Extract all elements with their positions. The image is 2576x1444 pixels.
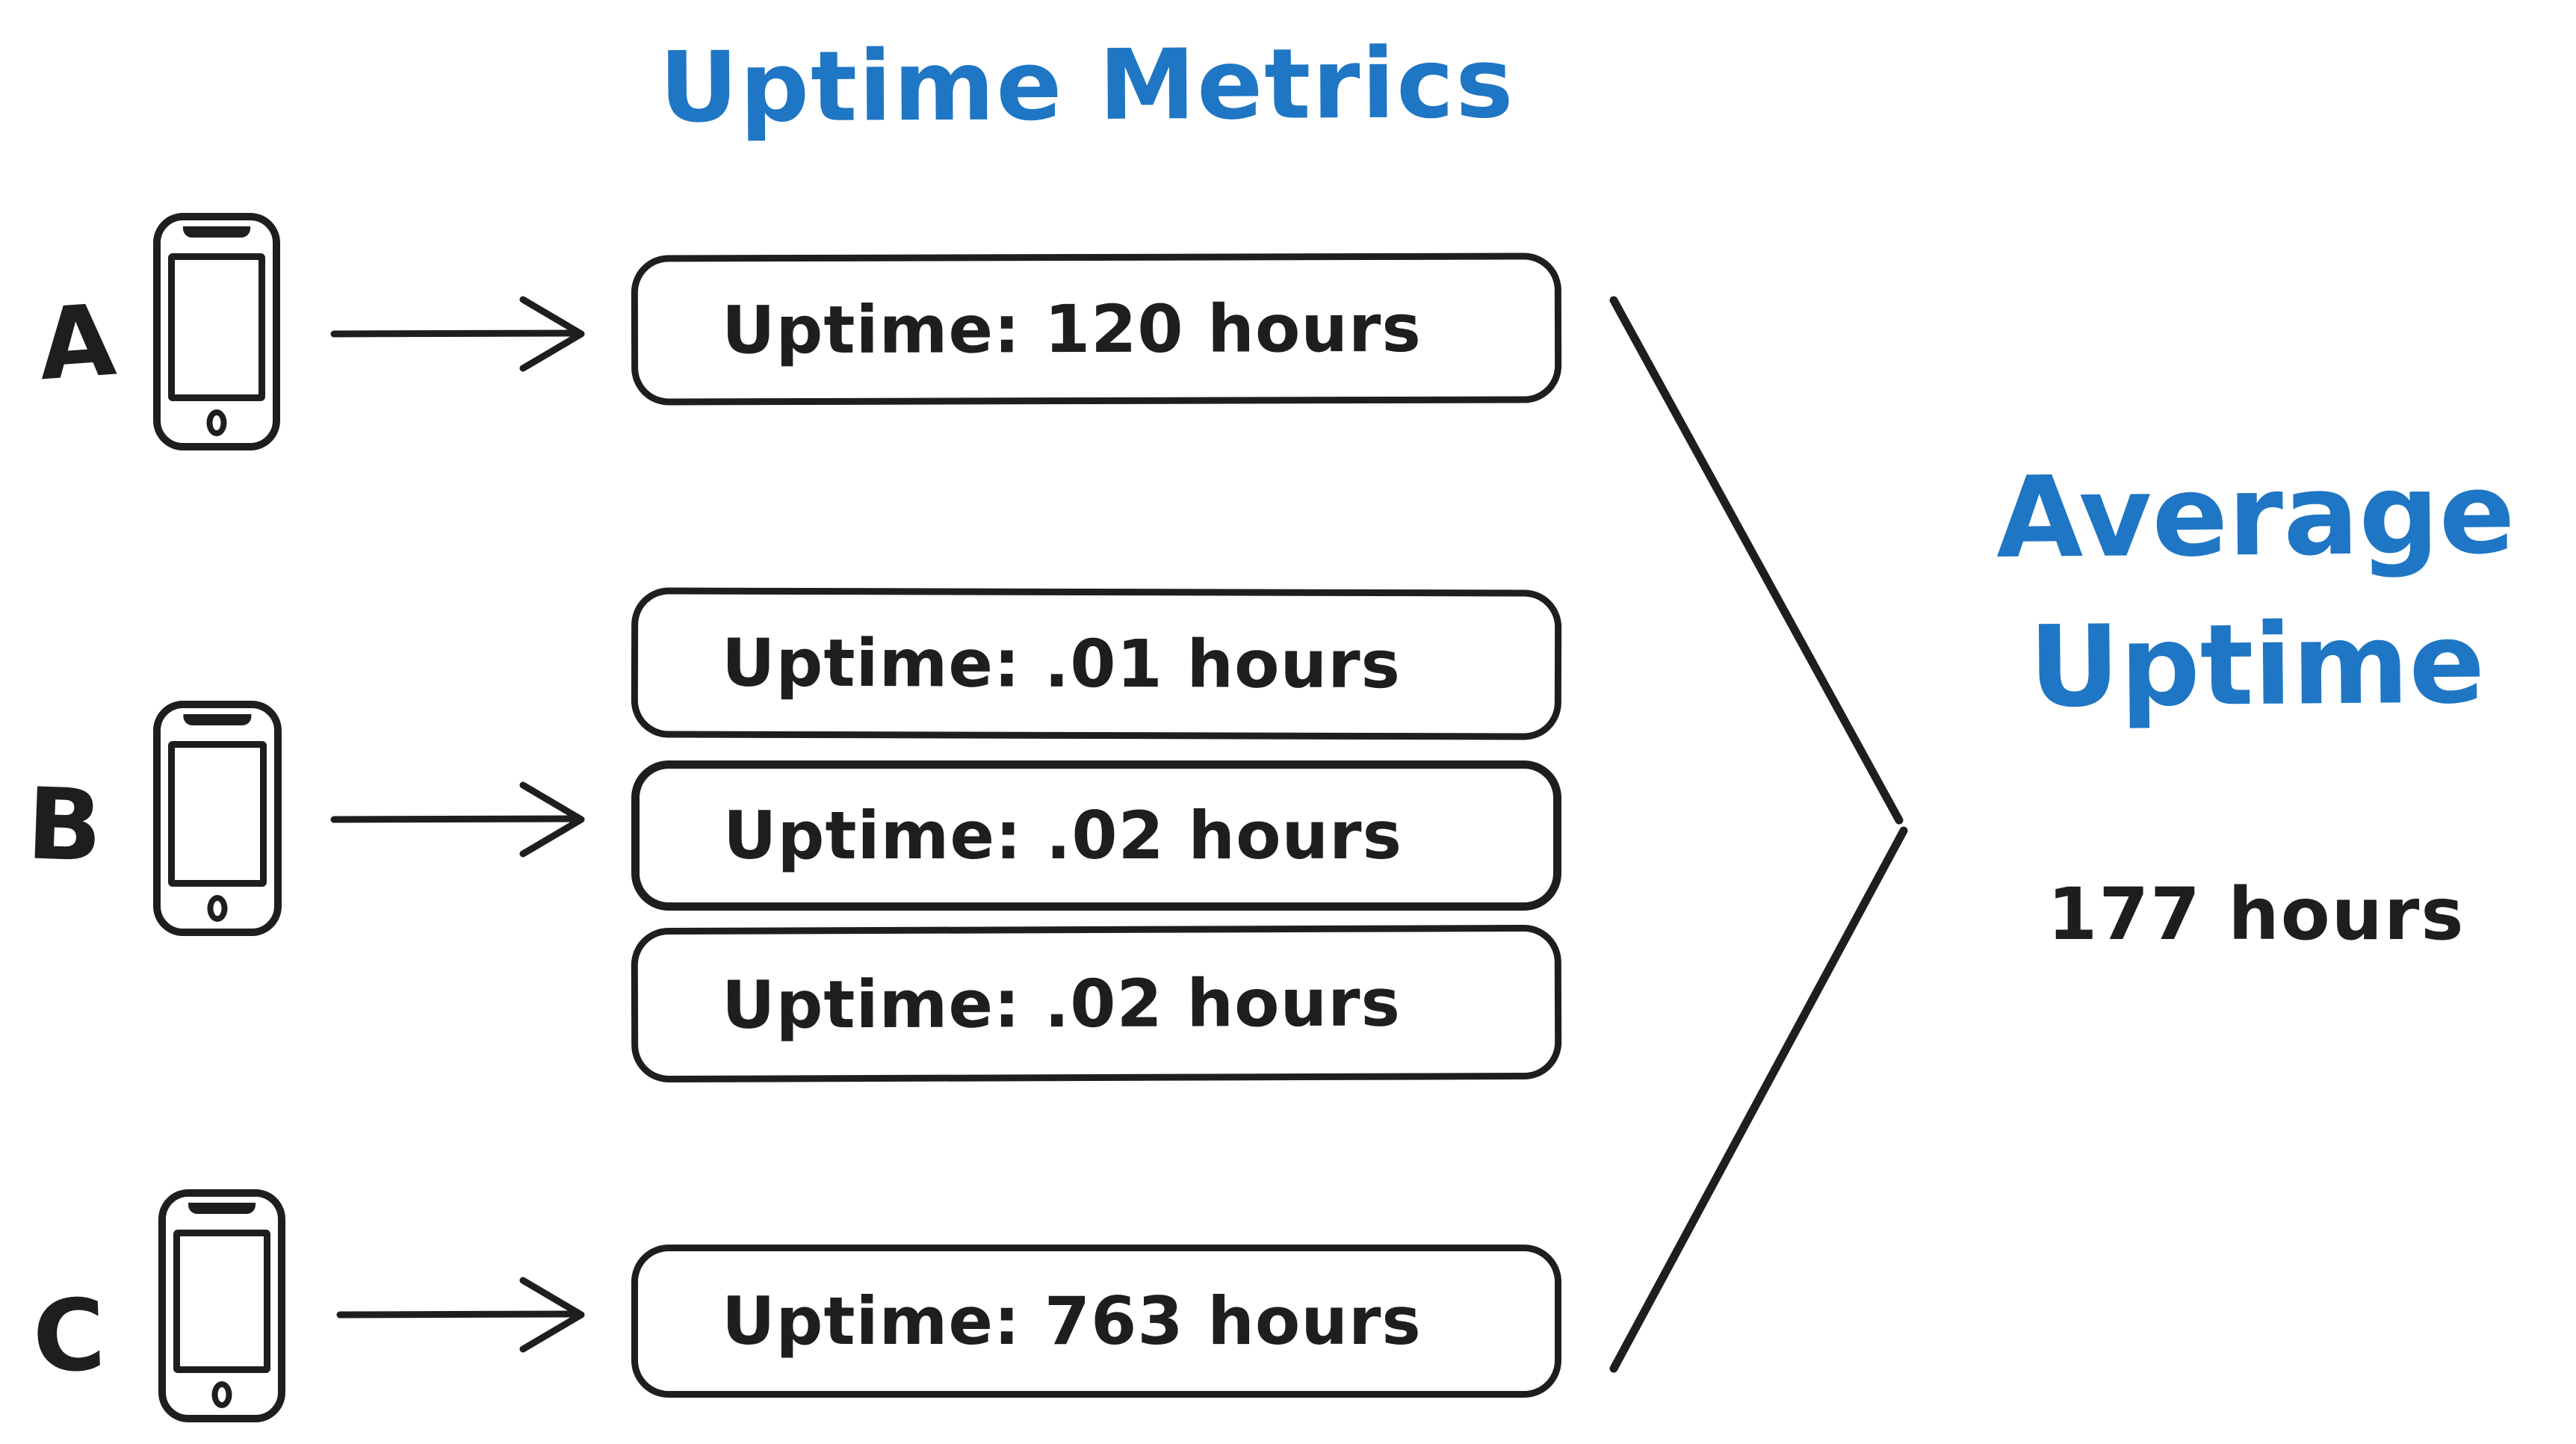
page-title: Uptime Metrics: [659, 26, 1515, 144]
phone-home-button: [206, 409, 227, 436]
phone-icon-b: [153, 701, 282, 936]
uptime-box-b2: Uptime: .02 hours: [631, 760, 1561, 911]
phone-home-button: [207, 895, 228, 922]
average-uptime-heading-line1: Average: [1996, 448, 2516, 584]
phone-home-button: [211, 1381, 232, 1408]
arrow-right-icon-a: [330, 296, 585, 372]
uptime-box-b3-text: Uptime: .02 hours: [721, 964, 1402, 1044]
uptime-box-b2-text: Uptime: .02 hours: [723, 797, 1402, 874]
average-uptime-heading-line2: Uptime: [2028, 598, 2486, 733]
phone-screen: [168, 741, 267, 887]
uptime-box-b1-text: Uptime: .01 hours: [721, 624, 1402, 704]
arrow-right-icon-c: [336, 1277, 585, 1353]
uptime-box-c-text: Uptime: 763 hours: [722, 1283, 1422, 1360]
phone-screen: [168, 253, 265, 401]
phone-notch: [188, 1203, 256, 1214]
phone-notch: [183, 226, 250, 238]
phone-screen: [173, 1230, 270, 1373]
average-uptime-heading: Average Uptime: [1948, 439, 2563, 743]
uptime-box-b3: Uptime: .02 hours: [631, 924, 1562, 1083]
device-label-c: C: [31, 1277, 108, 1395]
uptime-box-a: Uptime: 120 hours: [631, 252, 1562, 406]
phone-icon-c: [158, 1189, 285, 1422]
uptime-box-a-text: Uptime: 120 hours: [721, 289, 1422, 369]
phone-icon-a: [153, 213, 280, 450]
uptime-box-c: Uptime: 763 hours: [631, 1245, 1561, 1398]
uptime-box-b1: Uptime: .01 hours: [631, 587, 1562, 740]
device-label-b: B: [25, 766, 105, 884]
merge-chevron-icon: [1609, 296, 1908, 1373]
phone-notch: [183, 714, 252, 725]
device-label-a: A: [34, 282, 120, 403]
arrow-right-icon-b: [330, 781, 585, 858]
average-uptime-value: 177 hours: [2047, 873, 2465, 956]
